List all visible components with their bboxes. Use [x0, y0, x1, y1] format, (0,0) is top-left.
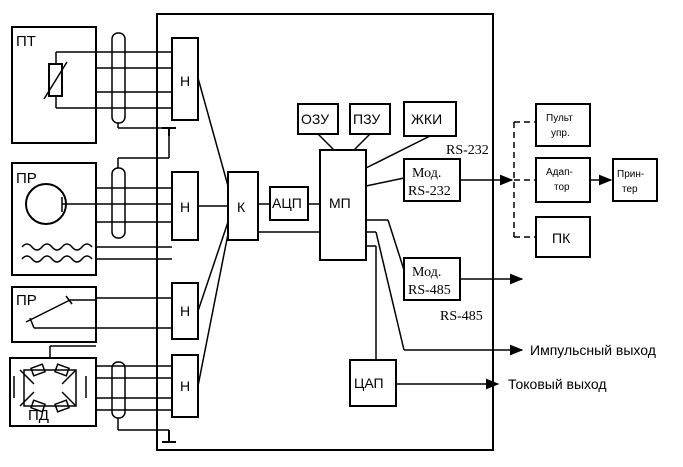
ram-ozu: [297, 103, 339, 135]
microprocessor-mp: [319, 149, 367, 261]
sensor-pt-label: ПТ: [16, 33, 36, 50]
sensor-pr1: ПР: [11, 162, 97, 276]
modem-rs232-label-1: Мод.: [412, 166, 441, 181]
wavy-line-icon: [21, 243, 93, 251]
adc-label: АЦП: [272, 195, 302, 211]
sensor-pr2: ПР: [11, 286, 97, 343]
microprocessor-label: МП: [329, 195, 351, 211]
sensor-pd-wiring: [49, 345, 176, 443]
sensor-pd-label: ПД: [28, 407, 49, 424]
pc-label: ПК: [552, 230, 571, 246]
amplifier-n3-label: Н: [180, 303, 190, 319]
modem-rs232-label-2: RS-232: [408, 184, 451, 199]
amplifier-n2-label: Н: [180, 199, 190, 215]
cable-shield-icon: [111, 167, 126, 239]
printer-block: [612, 158, 658, 202]
sensor-pd: ПД: [9, 357, 97, 427]
sensor-pt-wiring: [56, 32, 176, 136]
rom-label: ПЗУ: [353, 111, 380, 127]
rs232-label: RS-232: [446, 143, 489, 158]
ram-label: ОЗУ: [301, 111, 329, 127]
current-output-label: Токовый выход: [508, 376, 607, 392]
amplifier-n2: [171, 171, 199, 241]
control-panel-label-1: Пульт: [546, 113, 573, 124]
strain-bridge-icon: [13, 363, 87, 413]
adapter-label-2: тор: [554, 182, 570, 193]
pulse-output-label: Импульсный выход: [530, 342, 656, 358]
main-enclosure: [156, 13, 494, 451]
rs485-label: RS-485: [440, 309, 483, 324]
pc-block: [535, 216, 591, 258]
modem-rs485-label-1: Мод.: [412, 265, 441, 280]
lcd-label: ЖКИ: [411, 111, 442, 127]
control-panel-label-2: упр.: [551, 128, 570, 139]
rs232-bus-dashed: [513, 121, 536, 238]
amplifier-n3: [171, 282, 199, 340]
multiplexer-k-label: К: [237, 199, 246, 215]
amplifier-n1: [171, 37, 199, 121]
sensor-pr1-wiring: [96, 136, 172, 260]
sensor-pr2-label: ПР: [16, 292, 37, 309]
printer-label-1: Прин-: [617, 169, 644, 180]
multiplexer-k: [227, 171, 259, 241]
dac-block: [349, 359, 397, 407]
dac-label: ЦАП: [354, 375, 384, 391]
modem-rs485-label-2: RS-485: [408, 283, 451, 298]
cable-shield-icon: [111, 32, 126, 124]
printer-label-2: тер: [622, 184, 638, 195]
amplifier-n1-label: Н: [180, 73, 190, 89]
sensor-pr2-wiring: [96, 297, 172, 329]
switch-contact-icon: [25, 295, 96, 329]
control-panel-pult: [535, 103, 591, 147]
amplifier-n4-label: Н: [180, 378, 190, 394]
adapter-label-1: Адап-: [546, 167, 573, 178]
sensor-pt: ПТ: [11, 26, 97, 144]
modem-rs232: [403, 158, 461, 202]
coil-sensor-icon: [25, 183, 67, 225]
sensor-pr1-label: ПР: [16, 170, 37, 187]
adapter-block: [535, 157, 591, 203]
rom-pzu: [349, 103, 391, 135]
